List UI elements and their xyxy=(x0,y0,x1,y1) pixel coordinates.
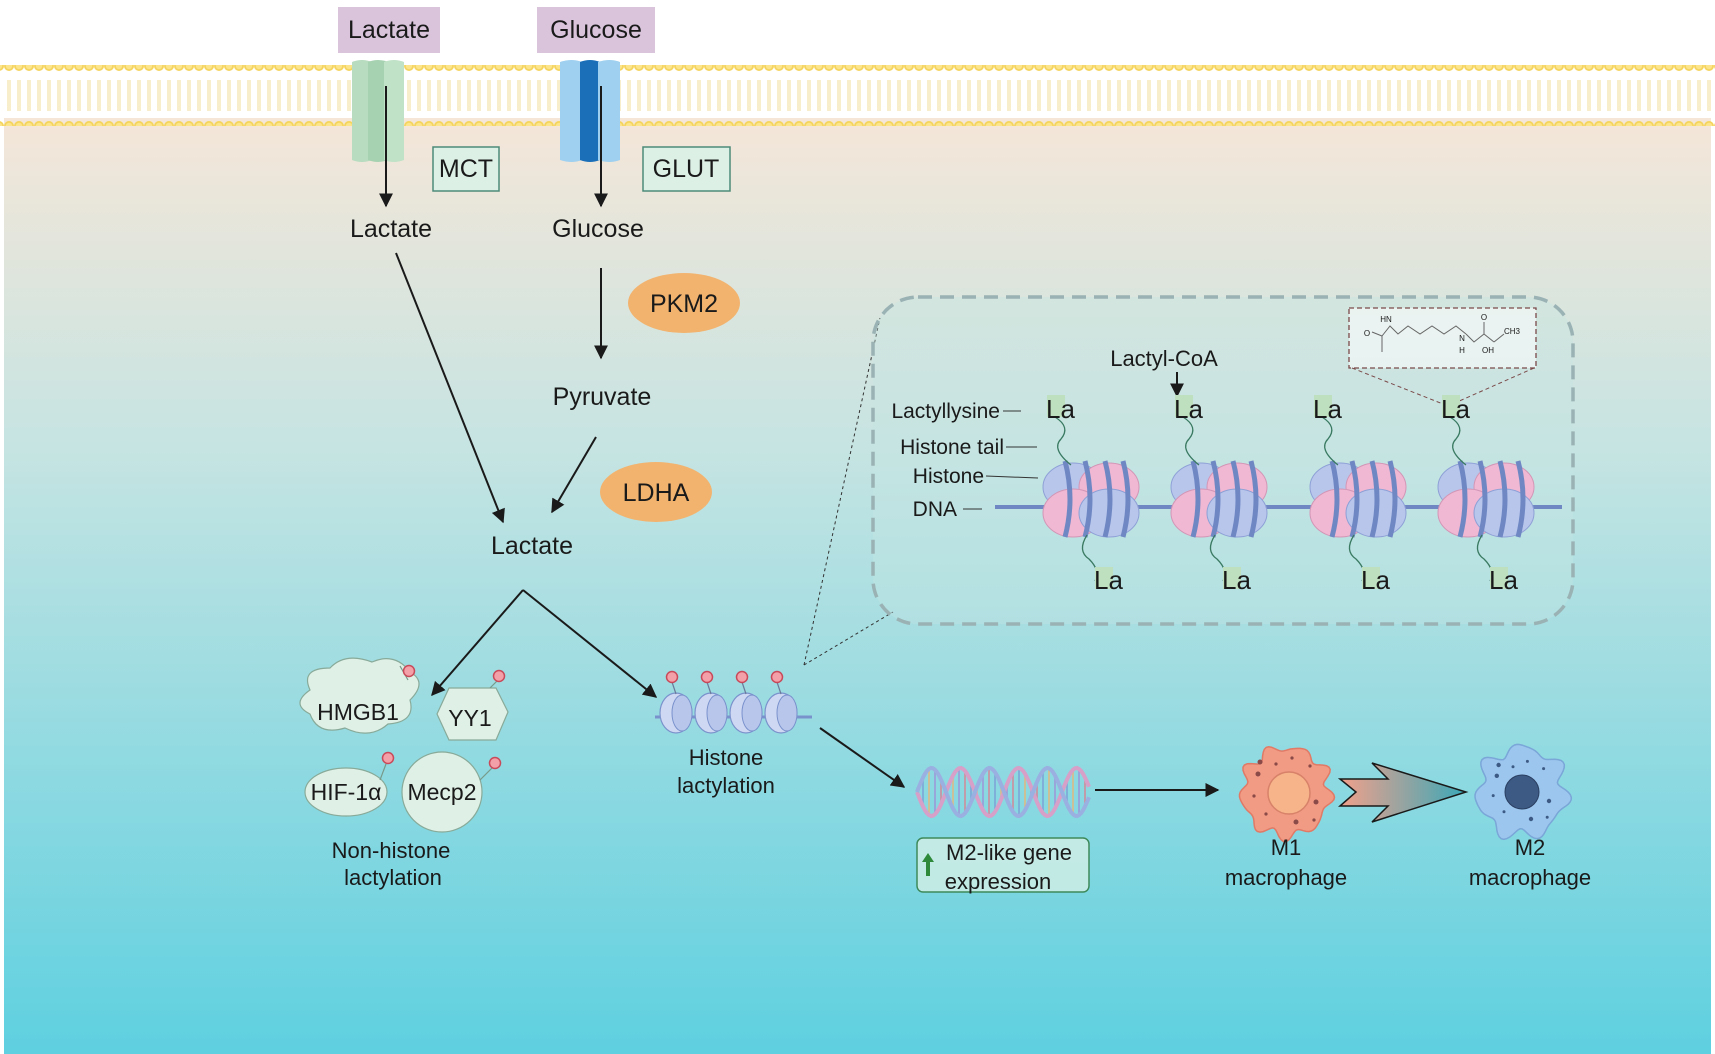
intracellular-lactate-label: Lactate xyxy=(350,215,432,243)
histone-to-gene-arrow xyxy=(819,727,906,788)
m2-label-line2: macrophage xyxy=(1469,865,1591,890)
mecp2-label: Mecp2 xyxy=(407,779,476,805)
gene-expression-line1: M2-like gene xyxy=(946,840,1072,865)
extracellular-glucose-label: Glucose xyxy=(550,16,642,44)
hmgb1-label: HMGB1 xyxy=(317,699,399,725)
lactyllysine-mark: La xyxy=(1489,565,1518,595)
chem-label-h: H xyxy=(1459,346,1465,355)
mini-nucleosome xyxy=(659,670,693,734)
ldha-enzyme xyxy=(600,462,712,522)
mecp2-protein: Mecp2 xyxy=(401,751,502,833)
mct-transporter-icon xyxy=(352,60,404,162)
mini-nucleosome xyxy=(729,670,763,734)
lactyllysine-mark: La xyxy=(1222,565,1251,595)
glut-transporter-icon xyxy=(560,60,620,162)
m2-macrophage-icon xyxy=(1474,743,1573,841)
mini-nucleosome xyxy=(764,670,798,734)
pyruvate-to-lactate-arrow xyxy=(551,436,597,514)
m1-label-line1: M1 xyxy=(1271,835,1302,860)
chem-label-ch3: CH3 xyxy=(1504,327,1521,336)
lactate-pool-label: Lactate xyxy=(491,532,573,560)
legend-dna: DNA xyxy=(913,498,957,521)
yy1-protein: YY1 xyxy=(436,669,509,741)
cytoplasm-background xyxy=(4,118,1711,1054)
pkm2-enzyme xyxy=(628,273,740,333)
m1-label-line2: macrophage xyxy=(1225,865,1347,890)
lactyllysine-mark: La xyxy=(1313,394,1342,424)
legend-lactyllysine: Lactyllysine xyxy=(891,400,1000,423)
chem-label-hn: HN xyxy=(1380,315,1392,324)
chem-label-o-top: O xyxy=(1481,313,1487,322)
chem-label-n: N xyxy=(1459,334,1465,343)
intracellular-glucose-label: Glucose xyxy=(552,215,644,243)
zoom-line-bottom xyxy=(803,611,894,666)
hif1a-label: HIF-1α xyxy=(311,779,382,805)
lactyllysine-mark: La xyxy=(1361,565,1390,595)
histone-caption-line2: lactylation xyxy=(677,773,775,798)
branch-to-non-histone-arrow xyxy=(431,589,524,697)
zoom-line-top xyxy=(803,317,881,666)
hif1a-protein: HIF-1α xyxy=(304,751,395,817)
histone-lactylation-icon xyxy=(655,670,812,734)
branch-to-histone-arrow xyxy=(522,589,658,698)
inset-legend: Lactyllysine Histone tail Histone DNA xyxy=(891,400,1039,521)
legend-histone-tail: Histone tail xyxy=(900,436,1004,459)
extracellular-lactate-tag: Lactate xyxy=(338,7,440,53)
upregulation-arrow-icon xyxy=(922,853,934,876)
m2-label-line1: M2 xyxy=(1515,835,1546,860)
non-histone-caption-line2: lactylation xyxy=(344,865,442,890)
mct-label: MCT xyxy=(439,155,493,183)
lactyllysine-structure: HN O N H O OH CH3 xyxy=(1348,307,1537,369)
lactyllysine-mark: La xyxy=(1094,565,1123,595)
hmgb1-protein: HMGB1 xyxy=(299,657,420,734)
chem-label-oh: OH xyxy=(1482,346,1494,355)
pyruvate-label: Pyruvate xyxy=(553,383,652,411)
lactyllysine-mark: La xyxy=(1441,394,1470,424)
pkm2-label: PKM2 xyxy=(650,290,718,318)
ldha-label: LDHA xyxy=(623,479,690,507)
lactyl-coa-label: Lactyl-CoA xyxy=(1110,346,1218,371)
lactyllysine-mark: La xyxy=(1046,394,1075,424)
gene-expression-box xyxy=(916,837,1090,893)
mini-nucleosome xyxy=(694,670,728,734)
histone-caption-line1: Histone xyxy=(689,745,764,770)
extracellular-lactate-label: Lactate xyxy=(348,16,430,44)
legend-histone: Histone xyxy=(913,465,984,488)
extracellular-glucose-tag: Glucose xyxy=(537,7,655,53)
m1-macrophage-icon xyxy=(1238,746,1336,843)
imported-lactate-arrow xyxy=(395,252,505,524)
non-histone-caption-line1: Non-histone xyxy=(332,838,451,863)
polarization-arrow-icon xyxy=(1337,762,1469,823)
cell-membrane xyxy=(0,65,1715,126)
gene-expression-line2: expression xyxy=(945,869,1051,894)
chem-label-o-left: O xyxy=(1364,329,1370,338)
yy1-label: YY1 xyxy=(448,705,491,731)
nucleosome-inset-box xyxy=(871,295,1575,626)
glut-label: GLUT xyxy=(653,155,720,183)
dna-helix-icon xyxy=(915,765,1091,819)
lactyllysine-mark: La xyxy=(1174,394,1203,424)
